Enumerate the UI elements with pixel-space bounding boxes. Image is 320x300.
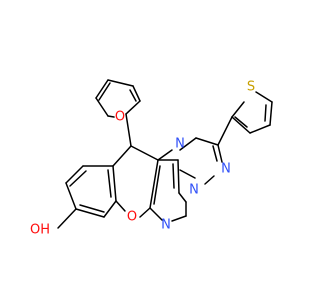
- atom-label-n4: N: [161, 218, 171, 233]
- bond-layer: [57, 79, 273, 229]
- atom-label-o-pyran: O: [127, 210, 137, 225]
- atom-label-o-furan: O: [115, 110, 125, 125]
- atom-label-s-thiophene: S: [247, 80, 255, 95]
- atom-label-n2: N: [221, 162, 231, 177]
- molecule-structure: O O OH S N N N N: [30, 79, 273, 238]
- atom-label-layer: O O OH S N N N N: [30, 80, 255, 238]
- atom-label-n3: N: [189, 183, 199, 198]
- atom-label-oh: OH: [30, 223, 50, 238]
- atom-label-n1: N: [175, 137, 185, 152]
